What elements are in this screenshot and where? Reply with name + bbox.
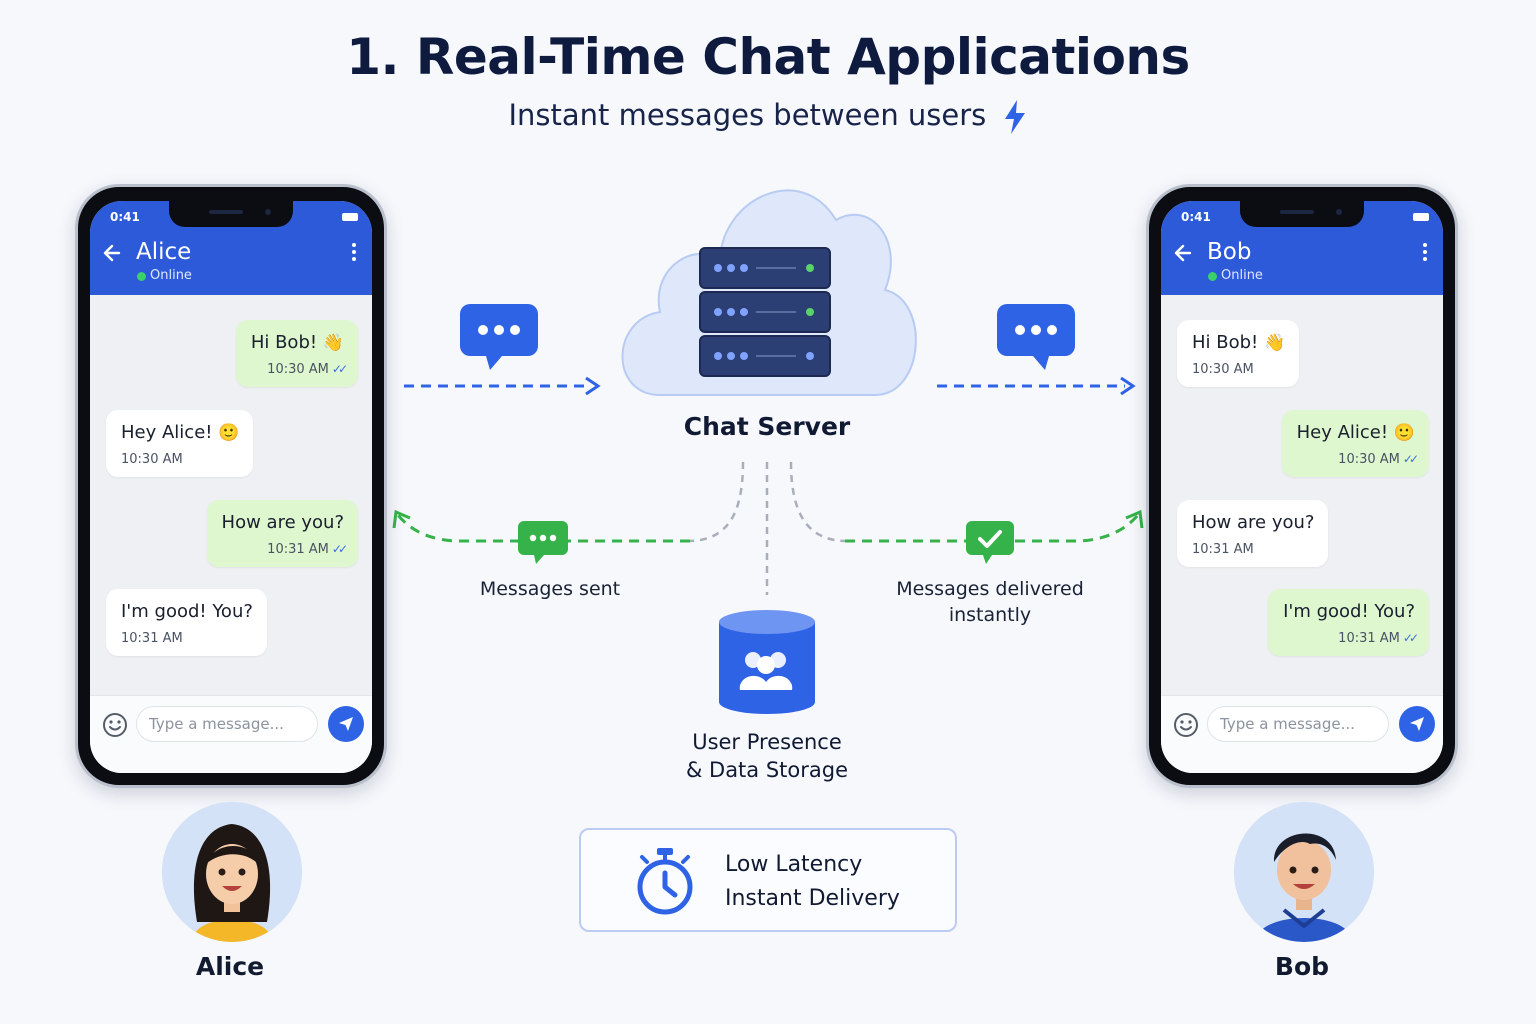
message-text: How are you?: [1192, 512, 1315, 533]
contact-name: Bob: [1207, 239, 1252, 265]
more-options-icon[interactable]: [1423, 243, 1427, 264]
message-bubble-received: How are you? 10:31 AM: [1177, 500, 1329, 567]
contact-status: Online: [150, 268, 192, 283]
message-text: Hi Bob!: [1192, 332, 1259, 353]
message-input[interactable]: [1207, 706, 1389, 742]
read-receipt-icon: ✓✓: [1402, 631, 1419, 645]
message-bubble-sent: How are you? 10:31 AM✓✓: [206, 500, 358, 567]
page-subtitle: Instant messages between users: [0, 98, 1536, 135]
delivered-label-line2: instantly: [948, 604, 1032, 626]
online-indicator: [1208, 272, 1217, 281]
phone-bob: 0:41 Bob Online Hi Bob! 👋 10:30 AM Hey A…: [1146, 184, 1458, 788]
arrow-messages-delivered: [845, 509, 1144, 543]
arrow-alice-to-server: [404, 376, 601, 396]
user-name-alice: Alice: [195, 952, 265, 981]
battery-icon: [1413, 213, 1429, 221]
status-time: 0:41: [110, 210, 140, 224]
phone-notch: [1240, 201, 1364, 227]
online-indicator: [137, 272, 146, 281]
latency-line2: Instant Delivery: [725, 886, 900, 911]
read-receipt-icon: ✓✓: [331, 362, 348, 376]
chat-bubble-icon: [460, 304, 538, 370]
message-time: 10:30 AM: [1192, 362, 1254, 377]
message-time: 10:30 AM: [267, 362, 329, 377]
message-emoji: 🙂: [1393, 423, 1415, 443]
message-time: 10:30 AM: [1338, 452, 1400, 467]
green-chat-icon: [518, 521, 568, 564]
emoji-picker-icon[interactable]: [1173, 712, 1199, 738]
message-bubble-sent: Hey Alice! 🙂 10:30 AM✓✓: [1281, 410, 1429, 477]
server-connectors: [689, 461, 846, 595]
message-input[interactable]: [136, 706, 318, 742]
message-text: I'm good! You?: [1283, 601, 1415, 622]
read-receipt-icon: ✓✓: [331, 542, 348, 556]
message-emoji: 🙂: [218, 423, 240, 443]
sent-label: Messages sent: [479, 578, 621, 600]
message-text: I'm good! You?: [121, 601, 253, 622]
battery-icon: [342, 213, 358, 221]
server-label: Chat Server: [683, 412, 851, 441]
subtitle-text: Instant messages between users: [508, 98, 987, 132]
storage-label: User Presence & Data Storage: [617, 728, 917, 784]
message-time: 10:31 AM: [1192, 542, 1254, 557]
back-arrow-icon[interactable]: [1173, 243, 1193, 263]
chat-bubble-icon: [997, 304, 1075, 370]
phone-screen: 0:41 Bob Online Hi Bob! 👋 10:30 AM Hey A…: [1161, 201, 1443, 773]
latency-line1: Low Latency: [725, 852, 863, 877]
status-time: 0:41: [1181, 210, 1211, 224]
arrow-messages-sent: [392, 509, 690, 543]
server-rack-icon: [699, 247, 831, 377]
delivered-label: Messages delivered instantly: [870, 576, 1110, 628]
message-bubble-received: Hi Bob! 👋 10:30 AM: [1177, 320, 1300, 387]
phone-alice: 0:41 Alice Online Hi Bob! 👋 10:30 AM✓✓ H…: [75, 184, 387, 788]
storage-label-line2: & Data Storage: [685, 758, 849, 782]
storage-label-line1: User Presence: [692, 730, 842, 754]
phone-screen: 0:41 Alice Online Hi Bob! 👋 10:30 AM✓✓ H…: [90, 201, 372, 773]
message-composer: [1161, 695, 1443, 773]
contact-name: Alice: [136, 239, 192, 265]
message-text: Hi Bob!: [250, 332, 318, 353]
database-icon: [719, 610, 815, 714]
message-emoji: 👋: [322, 333, 344, 353]
message-text: How are you?: [221, 512, 344, 533]
message-time: 10:31 AM: [1338, 631, 1400, 646]
message-time: 10:31 AM: [121, 631, 183, 646]
send-button[interactable]: [328, 706, 364, 742]
message-bubble-sent: I'm good! You? 10:31 AM✓✓: [1268, 589, 1429, 656]
user-name-bob: Bob: [1274, 952, 1330, 981]
message-time: 10:30 AM: [121, 452, 183, 467]
contact-status: Online: [1221, 268, 1263, 283]
latency-callout: Low Latency Instant Delivery: [579, 828, 957, 932]
stopwatch-icon: [637, 848, 693, 915]
lightning-icon: [1004, 100, 1025, 134]
message-text: Hey Alice!: [121, 422, 213, 443]
back-arrow-icon[interactable]: [102, 243, 122, 263]
send-button[interactable]: [1399, 706, 1435, 742]
message-composer: [90, 695, 372, 773]
boy-avatar-icon: [1234, 802, 1374, 942]
emoji-picker-icon[interactable]: [102, 712, 128, 738]
message-bubble-received: Hey Alice! 🙂 10:30 AM: [106, 410, 254, 477]
page-title: 1. Real-Time Chat Applications: [346, 28, 1190, 86]
read-receipt-icon: ✓✓: [1402, 452, 1419, 466]
delivered-label-line1: Messages delivered: [896, 578, 1084, 600]
send-icon: [339, 717, 353, 731]
more-options-icon[interactable]: [352, 243, 356, 264]
message-text: Hey Alice!: [1296, 422, 1389, 443]
message-bubble-received: I'm good! You? 10:31 AM: [106, 589, 267, 656]
avatar-alice: [162, 802, 302, 942]
phone-notch: [169, 201, 293, 227]
message-emoji: 👋: [1264, 333, 1286, 353]
avatar-bob: [1234, 802, 1374, 942]
message-bubble-sent: Hi Bob! 👋 10:30 AM✓✓: [235, 320, 358, 387]
arrow-server-to-bob: [937, 376, 1136, 396]
girl-avatar-icon: [162, 802, 302, 942]
send-icon: [1410, 717, 1424, 731]
green-check-icon: [966, 521, 1014, 564]
message-time: 10:31 AM: [267, 542, 329, 557]
